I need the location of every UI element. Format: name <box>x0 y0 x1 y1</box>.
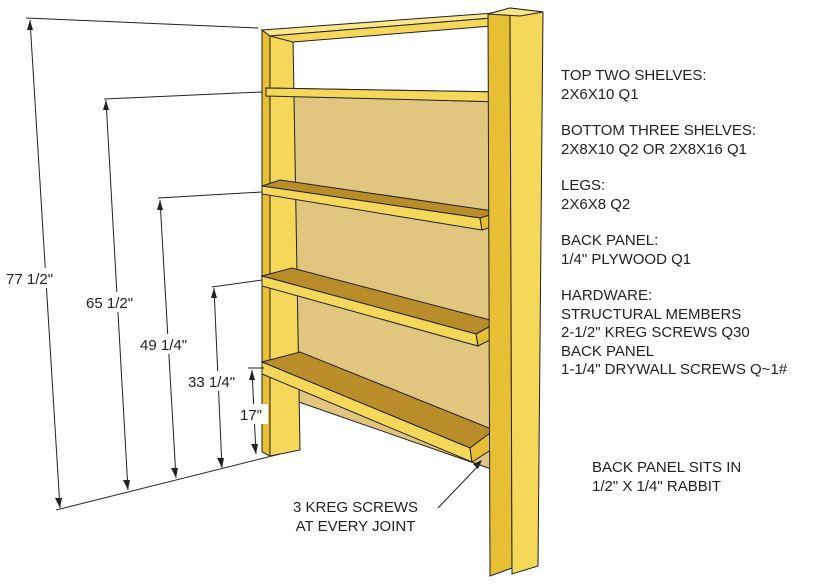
hardware-line-4: 1-1/4" DRYWALL SCREWS Q~1# <box>561 361 788 378</box>
back-panel-note-line-2: 1/2" X 1/4" RABBIT <box>592 478 722 495</box>
kreg-screws-callout: 3 KREG SCREWS AT EVERY JOINT <box>293 498 418 536</box>
materials-list: TOP TWO SHELVES: 2X6X10 Q1 BOTTOM THREE … <box>561 67 787 380</box>
dimension-label-17: 17" <box>240 407 262 424</box>
dimension-label-65-1-2: 65 1/2" <box>86 295 133 312</box>
dimension-label-49-1-4: 49 1/4" <box>140 337 187 354</box>
hardware-line-1: STRUCTURAL MEMBERS <box>561 305 742 323</box>
top-shelves-value: 2X6X10 Q1 <box>561 85 639 103</box>
callout-line-2: AT EVERY JOINT <box>295 518 416 535</box>
right-leg-front <box>509 7 544 575</box>
dimension-lines <box>25 17 281 511</box>
bottom-shelves-title: BOTTOM THREE SHELVES: <box>561 122 757 139</box>
legs-title: LEGS: <box>561 177 606 194</box>
back-panel-note: BACK PANEL SITS IN 1/2" X 1/4" RABBIT <box>592 458 741 496</box>
dimension-label-77-1-2: 77 1/2" <box>6 271 53 288</box>
callout-arrowhead <box>473 460 482 469</box>
hardware-line-3: BACK PANEL <box>561 342 655 360</box>
back-panel-value: 1/4" PLYWOOD Q1 <box>561 250 692 268</box>
back-panel-title: BACK PANEL: <box>561 232 659 249</box>
dimension-label-33-1-4: 33 1/4" <box>188 374 235 391</box>
callout-leader <box>437 463 481 509</box>
hardware-line-2: 2-1/2" KREG SCREWS Q30 <box>561 324 750 341</box>
back-panel-note-line-1: BACK PANEL SITS IN <box>592 459 742 476</box>
right-leg-side <box>487 7 513 577</box>
callout-line-1: 3 KREG SCREWS <box>293 499 419 516</box>
top-shelves-title: TOP TWO SHELVES: <box>561 67 707 84</box>
legs-value: 2X6X8 Q2 <box>561 195 631 213</box>
hardware-title: HARDWARE: <box>561 287 653 304</box>
bottom-shelves-value: 2X8X10 Q2 OR 2X8X16 Q1 <box>561 140 747 158</box>
right-leg-top <box>487 7 544 17</box>
dimension-arrowheads <box>27 20 258 508</box>
